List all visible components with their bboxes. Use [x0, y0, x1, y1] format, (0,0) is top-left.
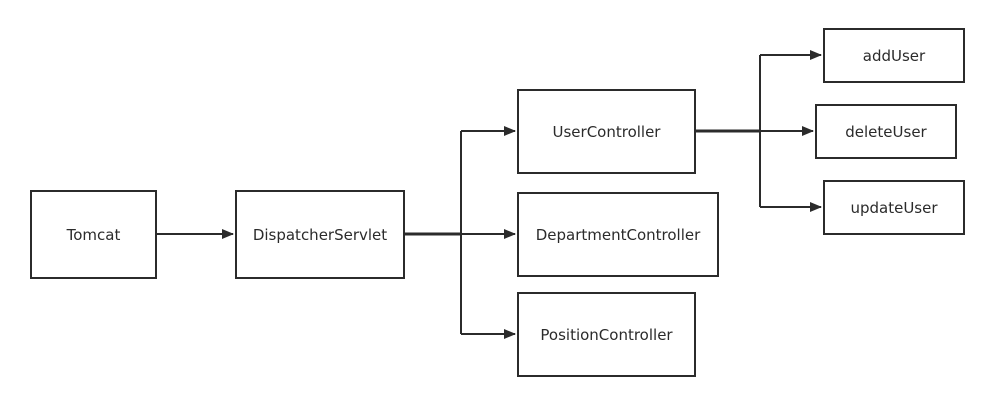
node-label: updateUser: [850, 198, 938, 217]
node-label: addUser: [862, 46, 926, 65]
node-update-user: updateUser: [823, 180, 965, 235]
node-label: Tomcat: [66, 225, 121, 244]
node-dispatcher-servlet: DispatcherServlet: [235, 190, 405, 279]
node-add-user: addUser: [823, 28, 965, 83]
node-position-controller: PositionController: [517, 292, 696, 377]
node-department-controller: DepartmentController: [517, 192, 719, 277]
node-tomcat: Tomcat: [30, 190, 157, 279]
node-label: deleteUser: [845, 122, 927, 141]
node-label: PositionController: [540, 325, 673, 344]
node-label: UserController: [552, 122, 661, 141]
node-delete-user: deleteUser: [815, 104, 957, 159]
node-label: DepartmentController: [535, 225, 701, 244]
node-user-controller: UserController: [517, 89, 696, 174]
node-label: DispatcherServlet: [252, 225, 388, 244]
